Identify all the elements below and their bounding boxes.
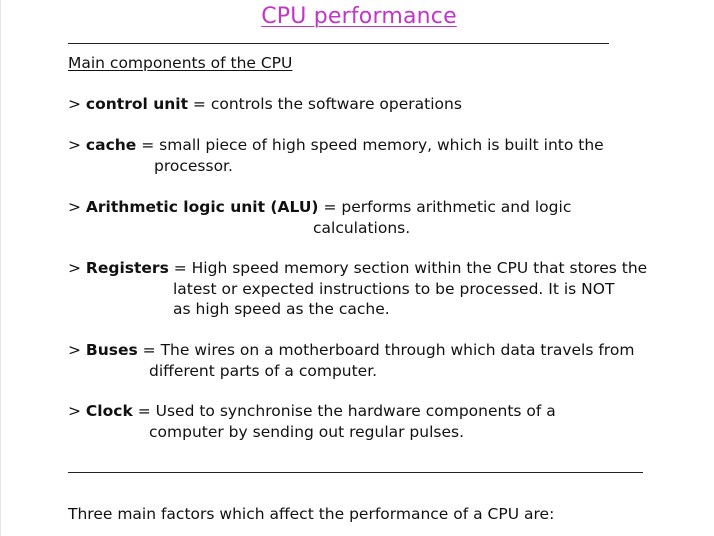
entry-cache: > cache = small piece of high speed memo… <box>68 135 604 176</box>
entry-term: Registers <box>85 259 169 277</box>
factors-intro: Three main factors which affect the perf… <box>68 505 555 523</box>
entry-prefix: > <box>68 341 86 359</box>
entry-definition: = small piece of high speed memory, whic… <box>136 136 604 154</box>
entry-term: Buses <box>85 341 138 359</box>
entry-definition: = controls the software operations <box>188 95 462 113</box>
entry-definition-continued: computer by sending out regular pulses. <box>149 422 465 441</box>
entry-term: Clock <box>85 402 133 420</box>
entry-registers: > Registers = High speed memory section … <box>68 258 647 320</box>
entry-definition: = High speed memory section within the C… <box>168 259 648 277</box>
entry-definition-continued: as high speed as the cache. <box>173 300 390 318</box>
entry-prefix: > <box>68 402 86 420</box>
entry-definition-continued: processor. <box>154 156 233 175</box>
entry-definition: = The wires on a motherboard through whi… <box>137 341 635 359</box>
entry-definition: = performs arithmetic and logic <box>318 198 572 216</box>
bottom-divider <box>68 472 643 473</box>
entry-control-unit: > control unit = controls the software o… <box>68 94 462 115</box>
entry-definition-continued: latest or expected instructions to be pr… <box>173 279 615 298</box>
entry-term: cache <box>85 136 137 154</box>
top-divider <box>68 43 609 44</box>
entry-definition-continued: calculations. <box>313 218 411 237</box>
entry-prefix: > <box>68 198 86 216</box>
entry-prefix: > <box>68 136 86 154</box>
entry-term: control unit <box>85 95 188 113</box>
page-title: CPU performance <box>261 4 457 29</box>
entry-alu: > Arithmetic logic unit (ALU) = performs… <box>68 197 571 238</box>
entry-prefix: > <box>68 95 86 113</box>
page-left-edge <box>0 0 1 536</box>
entry-buses: > Buses = The wires on a motherboard thr… <box>68 340 634 381</box>
entry-term: Arithmetic logic unit (ALU) <box>85 198 319 216</box>
section-heading: Main components of the CPU <box>68 54 293 72</box>
entry-clock: > Clock = Used to synchronise the hardwa… <box>68 401 556 442</box>
entry-definition: = Used to synchronise the hardware compo… <box>132 402 556 420</box>
entry-prefix: > <box>68 259 86 277</box>
entry-definition-continued: different parts of a computer. <box>149 361 378 380</box>
